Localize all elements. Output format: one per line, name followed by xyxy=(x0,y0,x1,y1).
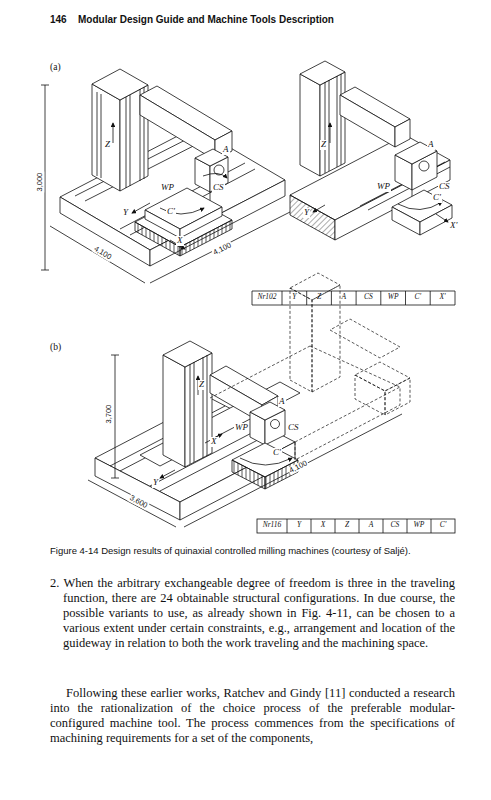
subfigure-tag: (a) xyxy=(50,62,61,72)
axis-label: Z xyxy=(104,140,111,150)
axis-label: X xyxy=(210,437,218,447)
body-text: 2. When the arbitrary exchangeable degre… xyxy=(50,576,455,651)
figure-caption: Figure 4-14 Design results of quinaxial … xyxy=(50,546,470,556)
table-cell: Z xyxy=(307,293,332,301)
axis-label: Y xyxy=(152,478,159,488)
dimension-label: 4,100 xyxy=(91,244,113,262)
table-cell: C' xyxy=(431,521,455,529)
axis-label: WP xyxy=(234,423,249,433)
axis-label: A xyxy=(427,140,435,150)
table-cell: A xyxy=(331,293,356,301)
table-cell: X' xyxy=(430,293,455,301)
table-cell: WP xyxy=(407,521,431,529)
axis-label: CS xyxy=(212,183,225,193)
table-cell: A xyxy=(359,521,383,529)
running-head: Modular Design Guide and Machine Tools D… xyxy=(78,14,334,25)
table-cell: CS xyxy=(383,521,407,529)
axis-label: C' xyxy=(272,448,282,458)
table-cell: Nr102 xyxy=(252,293,282,301)
axis-label: WP xyxy=(376,182,391,192)
axis-label: Z xyxy=(320,140,327,150)
dimension-label: 3,000 xyxy=(36,172,44,193)
page-number: 146 xyxy=(50,14,67,25)
axis-label: CS xyxy=(438,182,451,192)
dimension-label: 4,100 xyxy=(211,241,233,258)
axis-label: Y xyxy=(303,208,310,218)
table-cell: C' xyxy=(406,293,431,301)
table-cell: Y xyxy=(287,521,311,529)
table-cell: X xyxy=(311,521,335,529)
axis-label: Z xyxy=(198,380,205,390)
axis-label: A xyxy=(278,397,286,407)
body-text: Following these earlier works, Ratchev a… xyxy=(50,686,455,746)
axis-label: X' xyxy=(449,221,458,231)
subfigure-tag: (b) xyxy=(50,342,61,352)
table-cell: WP xyxy=(381,293,406,301)
table-cell: CS xyxy=(356,293,381,301)
axis-label: Y xyxy=(122,208,129,218)
axis-label: CS xyxy=(287,423,300,433)
table-cell: Z xyxy=(335,521,359,529)
axis-label: WP xyxy=(160,183,175,193)
table-cell: Nr116 xyxy=(257,521,287,529)
axis-label: X xyxy=(176,236,184,246)
axis-label: C' xyxy=(432,193,442,203)
axis-label: A xyxy=(222,145,230,155)
dimension-label: 3,700 xyxy=(105,404,113,425)
table-cell: Y xyxy=(282,293,307,301)
axis-label: C' xyxy=(166,207,176,217)
